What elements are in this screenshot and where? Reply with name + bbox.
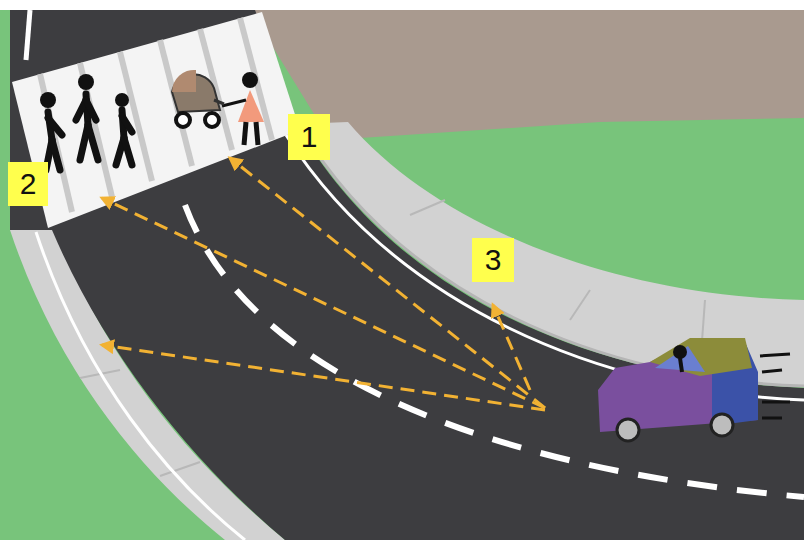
grass [0, 10, 804, 540]
callout-number: 1 [301, 122, 318, 152]
edge-line [286, 135, 804, 400]
mother-with-stroller [172, 70, 264, 145]
center-line [26, 10, 30, 60]
callout-number: 2 [20, 169, 37, 199]
pedestrians [40, 74, 132, 170]
crosswalk [12, 12, 300, 228]
edge-line [36, 232, 245, 540]
callout-box: 2 [8, 162, 48, 206]
center-line [185, 205, 804, 497]
ground [250, 10, 804, 140]
sight-arrows [102, 158, 545, 410]
road [10, 10, 804, 540]
sidewalk-joints [80, 200, 705, 476]
callout-number: 3 [485, 245, 502, 275]
car [598, 338, 790, 441]
callout-box: 3 [472, 238, 514, 282]
callout-box: 1 [288, 114, 330, 160]
